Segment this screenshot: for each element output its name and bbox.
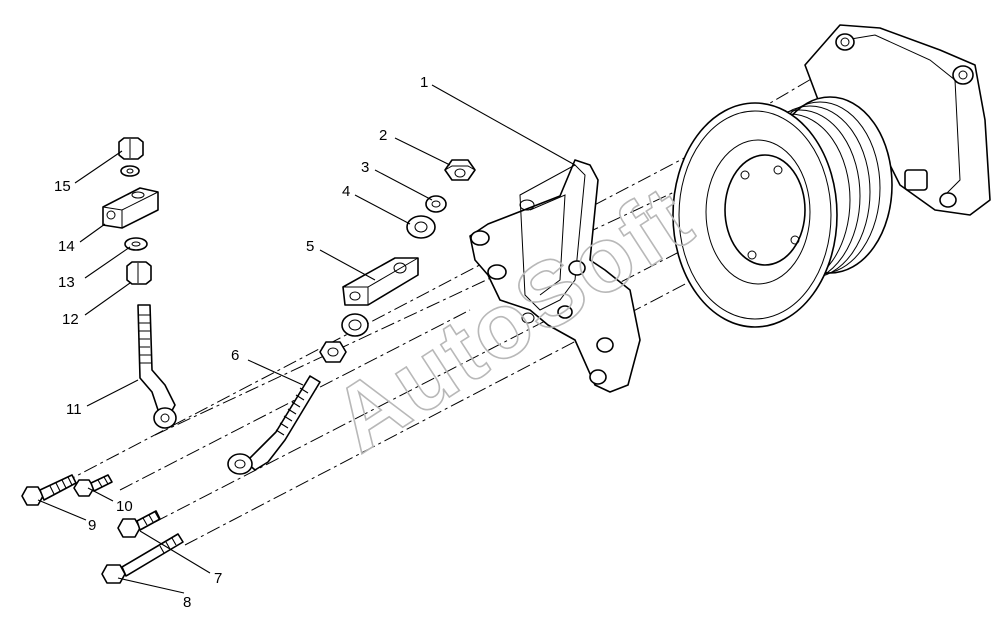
callout-10: 10 (116, 498, 133, 515)
callout-6: 6 (231, 347, 239, 364)
nut-15 (118, 137, 144, 177)
callout-11: 11 (66, 401, 82, 418)
bolt-9 (21, 474, 77, 506)
idler-bracket (469, 159, 641, 393)
bolt-8 (101, 533, 184, 584)
callout-15: 15 (54, 178, 71, 195)
banjo-stud-11 (137, 304, 177, 429)
spacer-block-5 (342, 257, 419, 306)
bolt-7 (117, 510, 161, 538)
callout-3: 3 (361, 159, 369, 176)
banjo-stud-6 (227, 375, 321, 475)
callout-9: 9 (88, 517, 96, 534)
callout-14: 14 (58, 238, 75, 255)
washer-13 (124, 237, 148, 251)
axis-nut (319, 341, 347, 363)
callout-12: 12 (62, 311, 79, 328)
bolt-10 (73, 474, 113, 497)
callout-4: 4 (342, 183, 350, 200)
callout-13: 13 (58, 274, 75, 291)
watermark-text: AutoSoft (315, 166, 710, 472)
leader-lines (37, 84, 576, 594)
nut-12 (126, 261, 152, 285)
callout-5: 5 (306, 238, 314, 255)
axis-washer (341, 313, 369, 337)
callout-7: 7 (214, 570, 222, 587)
callout-8: 8 (183, 594, 191, 611)
fan-drive-pulley (672, 24, 991, 328)
callout-1: 1 (420, 74, 428, 91)
washer-4 (406, 215, 436, 239)
callout-labels: 1 2 3 4 5 6 7 8 9 10 11 12 13 14 15 (54, 74, 428, 611)
callout-2: 2 (379, 127, 387, 144)
banjo-block-14 (102, 187, 159, 229)
nut-2 (444, 159, 476, 181)
